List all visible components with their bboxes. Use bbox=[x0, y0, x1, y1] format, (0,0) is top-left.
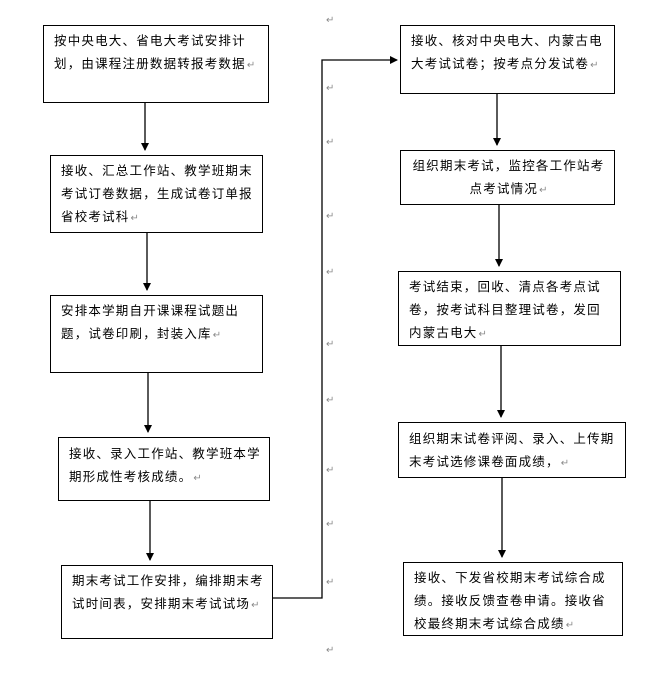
left-step-3-text: 安排本学期自开课课程试题出题，试卷印刷，封装入库 bbox=[61, 303, 240, 341]
paragraph-mark: ↵ bbox=[326, 15, 335, 26]
paragraph-mark: ↵ bbox=[478, 329, 487, 340]
paragraph-mark: ↵ bbox=[590, 60, 599, 71]
left-step-3-box: 安排本学期自开课课程试题出题，试卷印刷，封装入库↵ bbox=[50, 295, 263, 373]
paragraph-mark: ↵ bbox=[565, 620, 575, 631]
left-step-2-text: 接收、汇总工作站、教学班期末考试订卷数据，生成试卷订单报省校考试科 bbox=[61, 163, 253, 224]
paragraph-mark: ↵ bbox=[326, 267, 335, 278]
left-step-1-box: 按中央电大、省电大考试安排计划，由课程注册数据转报考数据↵ bbox=[43, 25, 269, 103]
left-step-4-text: 接收、录入工作站、教学班本学期形成性考核成绩。 bbox=[69, 446, 261, 484]
paragraph-mark: ↵ bbox=[326, 465, 335, 476]
right-step-2-text: 组织期末考试，监控各工作站考点考试情况 bbox=[412, 158, 605, 196]
left-step-4-box: 接收、录入工作站、教学班本学期形成性考核成绩。↵ bbox=[58, 437, 270, 501]
paragraph-mark: ↵ bbox=[560, 458, 570, 469]
paragraph-mark: ↵ bbox=[193, 473, 202, 484]
paragraph-mark: ↵ bbox=[326, 395, 335, 406]
paragraph-mark: ↵ bbox=[326, 577, 335, 588]
paragraph-mark: ↵ bbox=[212, 330, 222, 341]
right-step-1-box: 接收、核对中央电大、内蒙古电大考试试卷；按考点分发试卷↵ bbox=[400, 25, 615, 94]
right-step-3-text: 考试结束，回收、清点各考点试卷，按考试科目整理试卷，发回内蒙古电大 bbox=[409, 279, 601, 340]
right-step-5-box: 接收、下发省校期末考试综合成绩。接收反馈查卷申请。接收省校最终期末考试综合成绩↵ bbox=[403, 562, 623, 636]
paragraph-mark: ↵ bbox=[130, 213, 139, 224]
right-step-3-box: 考试结束，回收、清点各考点试卷，按考试科目整理试卷，发回内蒙古电大↵ bbox=[398, 271, 621, 346]
paragraph-mark: ↵ bbox=[326, 519, 335, 530]
left-step-5-box: 期末考试工作安排，编排期末考试时间表，安排期末考试试场↵ bbox=[61, 565, 273, 639]
paragraph-mark: ↵ bbox=[246, 60, 256, 71]
right-step-1-text: 接收、核对中央电大、内蒙古电大考试试卷；按考点分发试卷 bbox=[411, 33, 603, 71]
paragraph-mark: ↵ bbox=[326, 211, 335, 222]
arrow-left-5-to-right-1 bbox=[273, 56, 398, 599]
paragraph-mark: ↵ bbox=[326, 339, 335, 350]
left-step-1-text: 按中央电大、省电大考试安排计划，由课程注册数据转报考数据 bbox=[54, 33, 246, 71]
paragraph-mark: ↵ bbox=[251, 600, 260, 611]
paragraph-mark: ↵ bbox=[326, 645, 335, 656]
right-step-5-text: 接收、下发省校期末考试综合成绩。接收反馈查卷申请。接收省校最终期末考试综合成绩 bbox=[414, 570, 606, 631]
paragraph-mark: ↵ bbox=[326, 83, 335, 94]
paragraph-mark: ↵ bbox=[539, 185, 548, 196]
left-step-2-box: 接收、汇总工作站、教学班期末考试订卷数据，生成试卷订单报省校考试科↵ bbox=[50, 155, 263, 233]
right-step-4-box: 组织期末试卷评阅、录入、上传期末考试选修课卷面成绩，↵ bbox=[398, 422, 626, 478]
left-step-5-text: 期末考试工作安排，编排期末考试时间表，安排期末考试试场 bbox=[72, 573, 264, 611]
paragraph-mark: ↵ bbox=[326, 137, 335, 148]
right-step-4-text: 组织期末试卷评阅、录入、上传期末考试选修课卷面成绩， bbox=[409, 431, 615, 469]
right-step-2-box: 组织期末考试，监控各工作站考点考试情况↵ bbox=[400, 150, 615, 205]
